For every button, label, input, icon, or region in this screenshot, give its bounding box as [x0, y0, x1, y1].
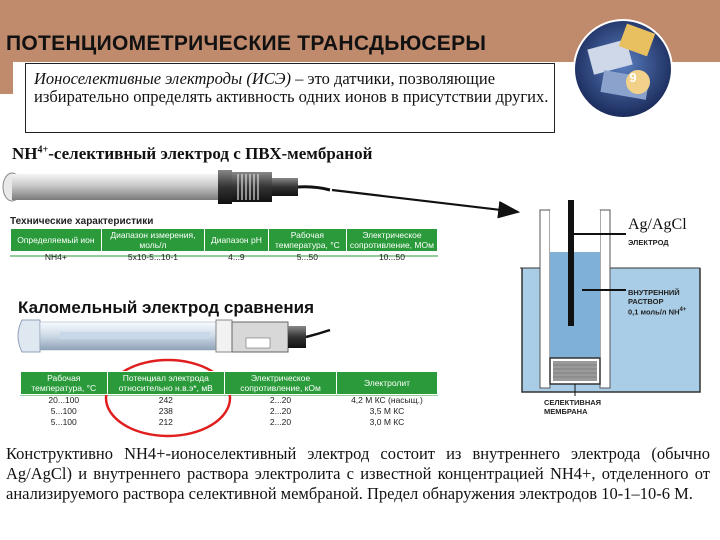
- nh4-cell-temp: 5...50: [296, 252, 318, 262]
- nh4-cell-ion: NH4+: [44, 252, 67, 262]
- calomel-cell: 3,0 М КС: [369, 417, 405, 427]
- label-solution-conc: 0,1 моль/л NH: [628, 307, 680, 317]
- nh4-title-rest: -селективный электрод с ПВХ-мембраной: [48, 144, 373, 163]
- calomel-cell: 238: [158, 406, 173, 416]
- nh4-header-ion: Определяемый ион: [10, 228, 102, 252]
- table-row: 20...100 242 2...20 4,2 М КС (насыщ.): [21, 395, 438, 407]
- calomel-header-potential: Потенциал электрода относительно н.в.э*,…: [106, 371, 226, 395]
- calomel-cell: 20...100: [48, 395, 80, 405]
- definition-box: Ионоселективные электроды (ИСЭ) – это да…: [25, 63, 555, 133]
- conclusion-paragraph: Конструктивно NH4+-ионоселективный элект…: [6, 444, 710, 503]
- label-membrane-line1: СЕЛЕКТИВНАЯ: [544, 398, 602, 407]
- nh4-header-temp: Рабочая температура, °С: [267, 228, 347, 252]
- definition-body: – это датчики, позволяющие избирательно …: [34, 69, 549, 106]
- table-row: NH4+ 5x10-5...10-1 4...9 5...50 10...50: [11, 252, 438, 264]
- label-solution-line3: 0,1 моль/л NH4+: [628, 307, 687, 317]
- nh4-cell-resistance: 10...50: [378, 252, 405, 262]
- nh4-header-ph: Диапазон pH: [203, 228, 269, 252]
- calomel-header-row: Рабочая температура, °С Потенциал электр…: [20, 371, 439, 395]
- calomel-header-temp: Рабочая температура, °С: [20, 371, 108, 395]
- calomel-electrode-title: Каломельный электрод сравнения: [18, 298, 315, 317]
- nh4-spec-table: Определяемый ион Диапазон измерения, мол…: [10, 228, 439, 264]
- calomel-header-electrolyte: Электролит: [335, 371, 439, 395]
- calomel-cell: 4,2 М КС (насыщ.): [351, 395, 423, 405]
- calomel-cell: 5...100: [50, 406, 77, 416]
- nh4-spec-header-row: Определяемый ион Диапазон измерения, мол…: [10, 228, 439, 252]
- calomel-cell: 2...20: [269, 395, 292, 405]
- nh4-title-ion: NH: [12, 144, 38, 163]
- definition-text: Ионоселективные электроды (ИСЭ) – это да…: [34, 70, 554, 106]
- nh4-cell-range: 5x10-5...10-1: [127, 252, 178, 262]
- label-agcl: Ag/AgCl: [628, 216, 687, 233]
- label-membrane-line2: МЕМБРАНА: [544, 407, 588, 416]
- label-solution-line1: ВНУТРЕННИЙ: [628, 288, 680, 297]
- nh4-header-resistance: Электрическое сопротивление, МОм: [345, 228, 439, 252]
- label-inner-solution: ВНУТРЕННИЙ РАСТВОР 0,1 моль/л NH4+: [628, 288, 686, 317]
- calomel-electrode-image: [17, 319, 331, 353]
- calomel-spec-table: Рабочая температура, °С Потенциал электр…: [20, 371, 439, 428]
- calomel-header-resistance: Электрическое сопротивление, кОм: [224, 371, 337, 395]
- slide-number: 9: [629, 70, 637, 85]
- label-membrane: СЕЛЕКТИВНАЯ МЕМБРАНА: [544, 398, 601, 416]
- nh4-cell-ph: 4...9: [228, 252, 245, 262]
- calomel-cell: 212: [158, 417, 173, 427]
- highlight-circle: [104, 358, 232, 438]
- calomel-cell: 2...20: [269, 406, 292, 416]
- page-title: ПОТЕНЦИОМЕТРИЧЕСКИЕ ТРАНСДЬЮСЕРЫ: [6, 32, 487, 55]
- pointer-arrow: [331, 188, 521, 219]
- label-electrode: ЭЛЕКТРОД: [628, 238, 669, 247]
- table-row: 5...100 212 2...20 3,0 М КС: [21, 417, 438, 428]
- label-solution-line2: РАСТВОР: [628, 297, 664, 306]
- header-accent-strip: [0, 62, 13, 94]
- calomel-cell: 242: [158, 395, 173, 405]
- nh4-electrode-image: [2, 170, 331, 204]
- definition-term: Ионоселективные электроды (ИСЭ): [34, 69, 292, 88]
- electrode-schematic: [520, 200, 701, 396]
- nh4-title-charge: 4+: [37, 144, 49, 156]
- nh4-electrode-title: NH4+-селективный электрод с ПВХ-мембрано…: [12, 144, 372, 164]
- header-logo-image: [573, 19, 673, 119]
- table-row: 5...100 238 2...20 3,5 М КС: [21, 406, 438, 417]
- calomel-cell: 2...20: [269, 417, 292, 427]
- calomel-cell: 3,5 М КС: [369, 406, 405, 416]
- nh4-header-range: Диапазон измерения, моль/л: [100, 228, 205, 252]
- calomel-cell: 5...100: [50, 417, 77, 427]
- tech-spec-label: Технические характеристики: [10, 216, 154, 227]
